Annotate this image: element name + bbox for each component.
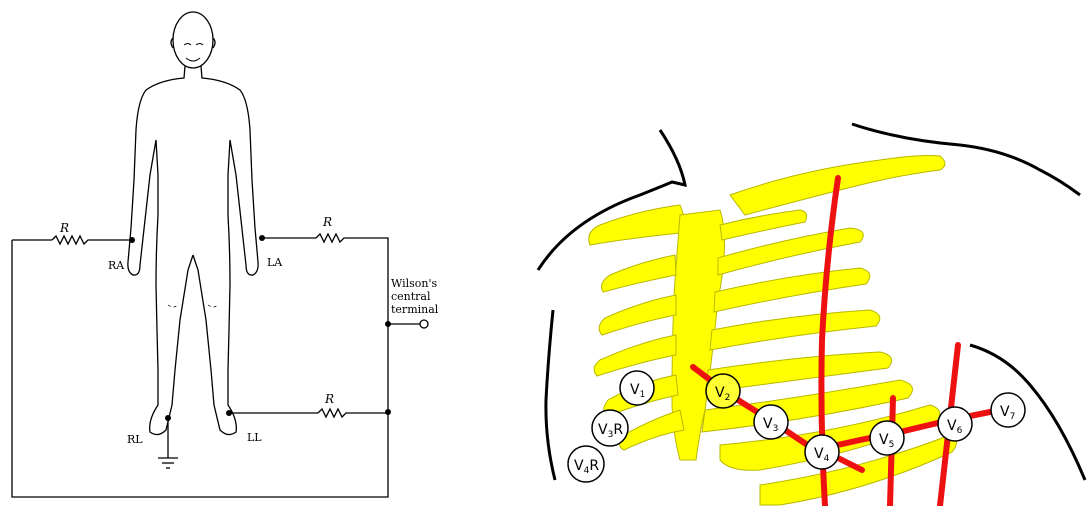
electrode-v6: V6 [938, 407, 972, 441]
resistor-ra [52, 236, 95, 244]
knees [168, 305, 218, 307]
resistor-label-ll: R [324, 392, 334, 406]
electrode-v3r: V3R [592, 410, 628, 446]
electrode-v1: V1 [620, 371, 654, 405]
ribcage [589, 156, 957, 506]
terminal-label-line1: Wilson's [391, 277, 438, 290]
label-ra: RA [108, 259, 125, 272]
junction-dots [129, 235, 391, 421]
wilson-terminal-figure [12, 12, 428, 497]
electrode-v5: V5 [870, 421, 904, 455]
body-outline [128, 12, 258, 435]
right-side-outline [128, 66, 193, 435]
resistor-la [316, 234, 388, 412]
resistor-label-la: R [322, 215, 332, 229]
label-la: LA [267, 256, 283, 269]
electrode-v3: V3 [754, 405, 788, 439]
rib-r2 [599, 295, 676, 335]
circuit-wires [12, 234, 428, 497]
left-labels: R R R RA LA RL LL Wilson's central termi… [59, 215, 439, 446]
rib-r3 [594, 335, 676, 376]
mouth [186, 58, 200, 61]
eyes [184, 44, 203, 46]
label-ll: LL [247, 431, 262, 444]
right-side-line [546, 310, 555, 480]
rib-l3 [710, 310, 880, 350]
electrode-v7: V7 [991, 393, 1025, 427]
electrode-v2: V2 [706, 374, 740, 408]
terminal-label-line2: central [391, 290, 431, 303]
electrode-v4: V4 [805, 435, 839, 469]
resistor-label-ra: R [59, 221, 69, 235]
resistor-ll [318, 409, 388, 417]
head [173, 12, 213, 68]
rib-r1 [602, 255, 676, 292]
precordial-leads-figure: V1 V2 V3 V4 V5 V6 [538, 124, 1085, 506]
rib-r5 [619, 410, 684, 450]
rib-l0 [720, 210, 807, 240]
terminal-node [420, 320, 428, 328]
electrodes: V1 V2 V3 V4 V5 V6 [568, 371, 1025, 482]
rib-l2 [714, 268, 870, 312]
left-side-outline [193, 66, 258, 435]
right-shoulder-line [538, 130, 685, 270]
terminal-label-line3: terminal [391, 303, 439, 316]
label-rl: RL [127, 433, 143, 446]
electrode-v4r: V4R [568, 446, 604, 482]
